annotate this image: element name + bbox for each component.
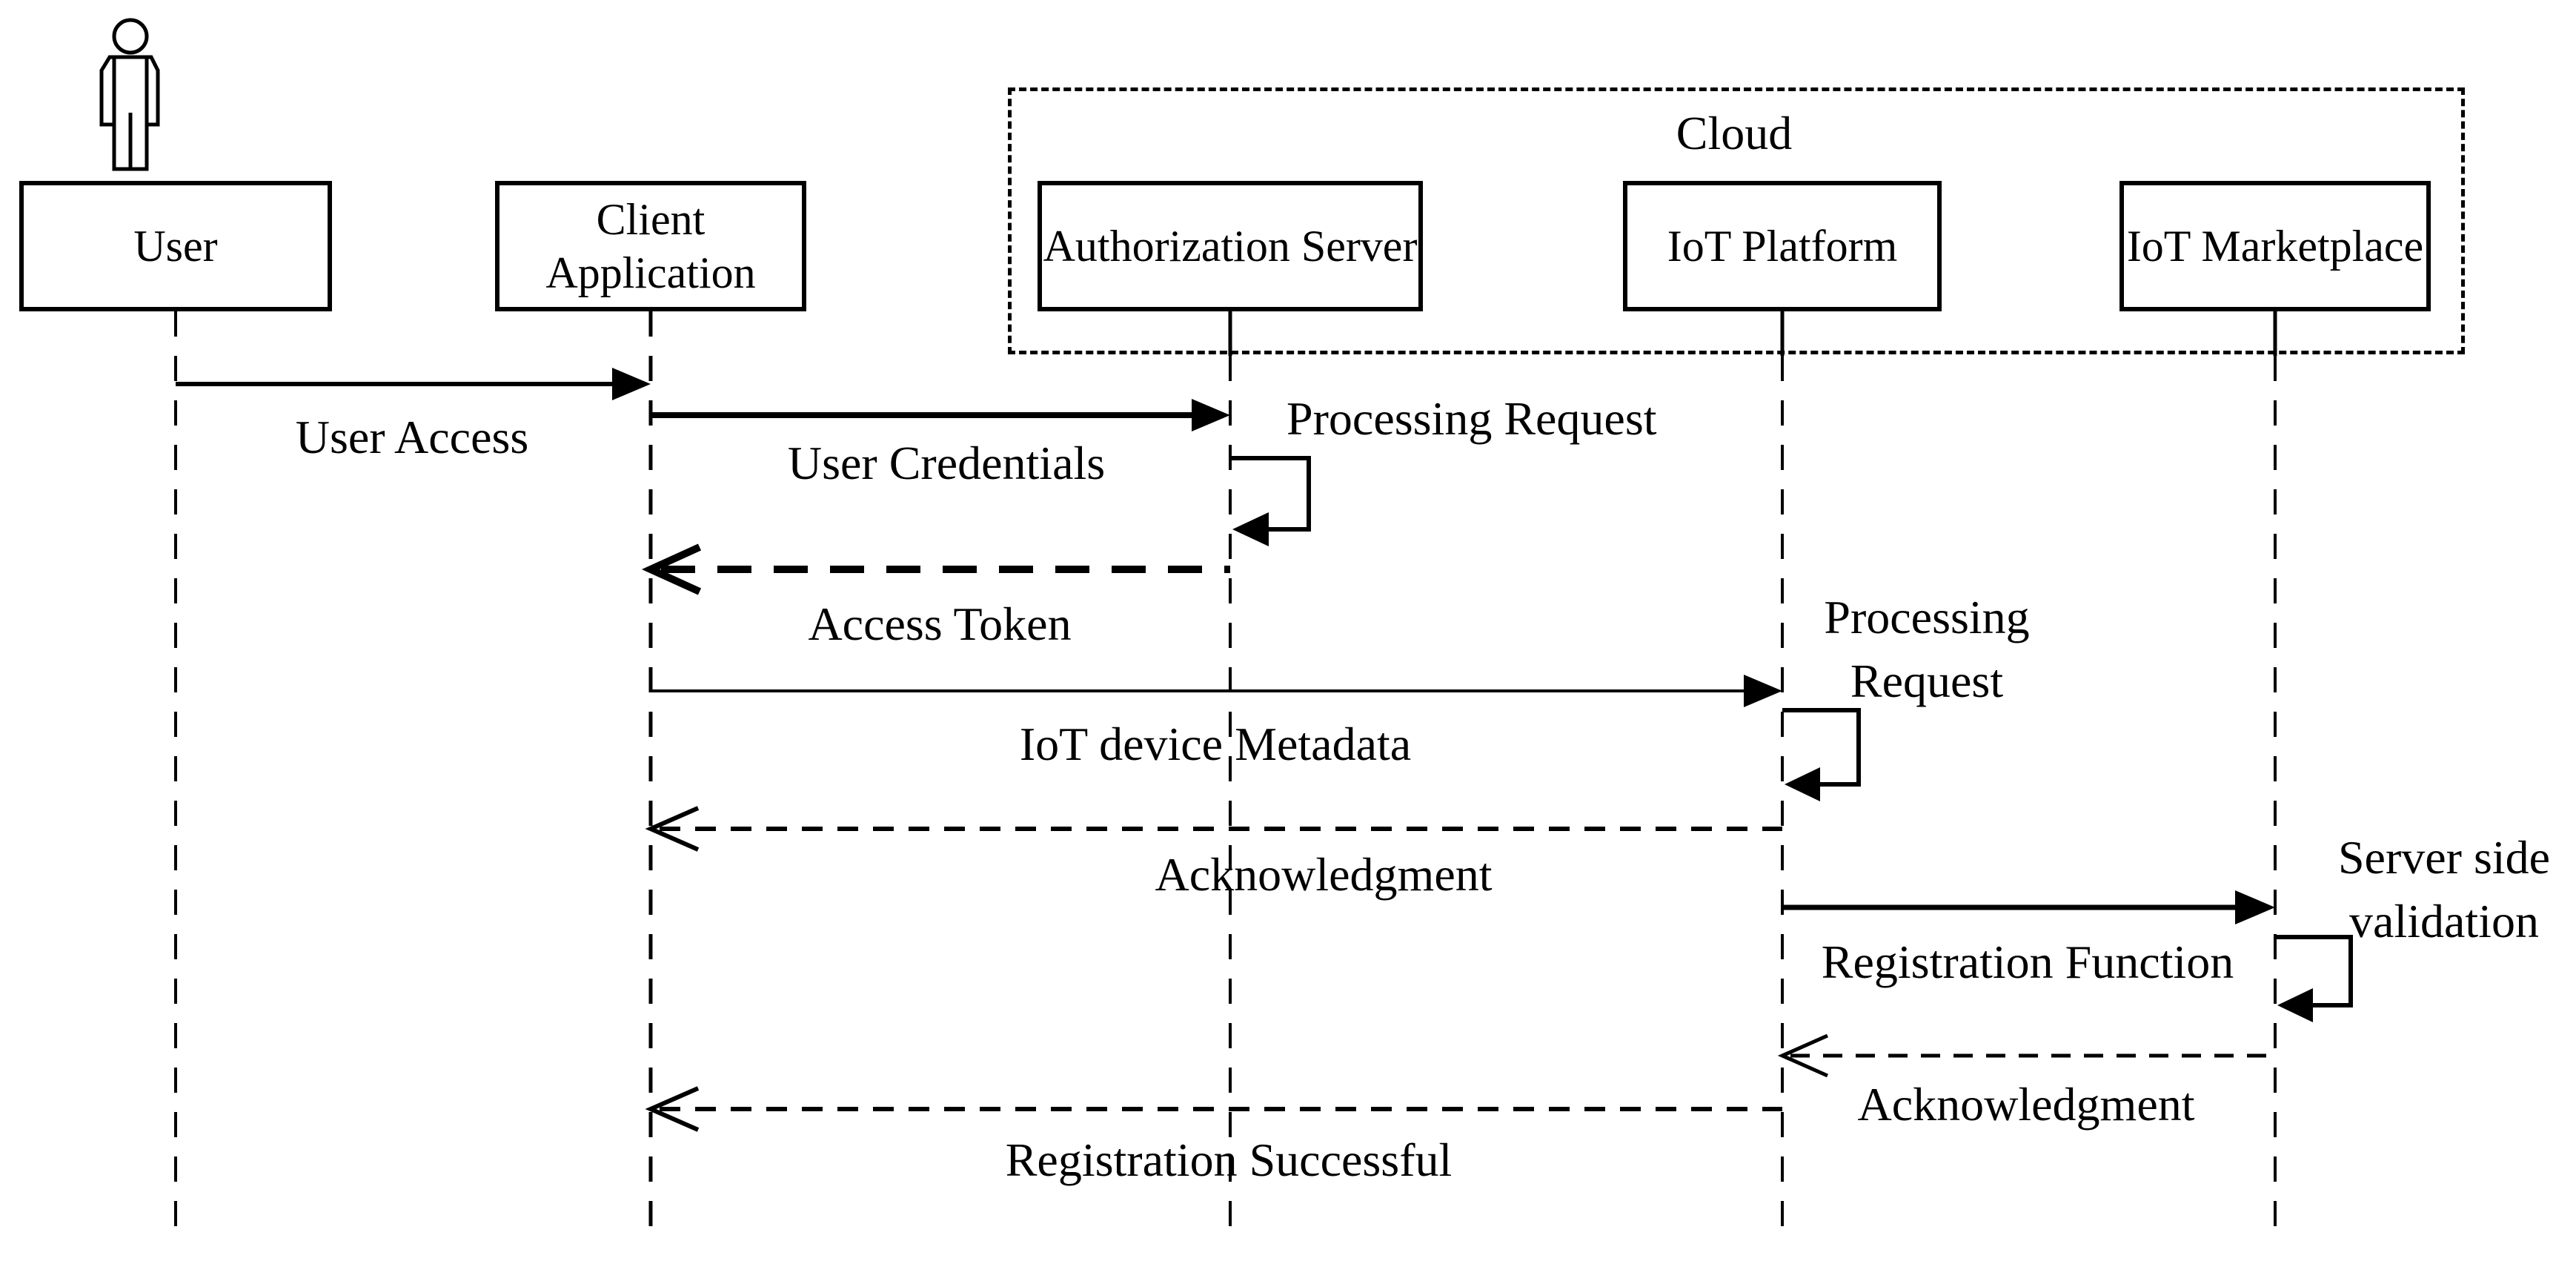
participant-authorization-server: Authorization Server (1038, 181, 1423, 311)
arrow-registration-function (1782, 890, 2275, 924)
arrow-iot-device-metadata (651, 675, 1782, 707)
message-label-registration-function: Registration Function (1821, 936, 2234, 988)
message-label-iot-device-metadata: IoT device Metadata (1019, 718, 1412, 770)
arrow-acknowledgment-2 (1777, 1033, 2275, 1078)
cloud-label: Cloud (1676, 107, 1793, 159)
message-label-user-access: User Access (295, 411, 529, 463)
message-label-acknowledgment-1: Acknowledgment (1155, 848, 1493, 901)
arrow-acknowledgment-1 (645, 806, 1782, 852)
self-loop-iot-platform (1782, 708, 1861, 801)
message-label-server-side-validation: Server side validation (2337, 831, 2551, 947)
self-loop-iot-marketplace (2275, 935, 2353, 1022)
arrow-user-access (176, 368, 651, 400)
message-label-processing-request-platform: Processing Request (1824, 591, 2030, 707)
message-label-processing-request-auth: Processing Request (1287, 392, 1657, 445)
cloud-boundary (1008, 87, 2465, 354)
participant-client-application-label: Client Application (545, 195, 756, 297)
participant-authorization-server-label: Authorization Server (1043, 222, 1418, 271)
participant-iot-marketplace: IoT Marketplace (2119, 181, 2431, 311)
message-label-registration-successful: Registration Successful (1005, 1134, 1453, 1186)
participant-client-application: Client Application (495, 181, 806, 311)
message-label-access-token: Access Token (808, 598, 1072, 650)
participant-iot-platform: IoT Platform (1623, 181, 1942, 311)
user-actor-icon (99, 18, 160, 171)
message-label-user-credentials: User Credentials (787, 437, 1106, 489)
participant-iot-marketplace-label: IoT Marketplace (2126, 222, 2424, 271)
participant-iot-platform-label: IoT Platform (1667, 222, 1898, 271)
message-label-acknowledgment-2: Acknowledgment (1857, 1078, 2195, 1131)
participant-user: User (19, 181, 332, 311)
arrow-registration-successful (645, 1086, 1782, 1132)
participant-user-label: User (133, 222, 218, 271)
arrow-access-token (641, 543, 1230, 595)
arrow-user-credentials (651, 399, 1230, 431)
self-loop-authorization-server (1230, 456, 1311, 546)
